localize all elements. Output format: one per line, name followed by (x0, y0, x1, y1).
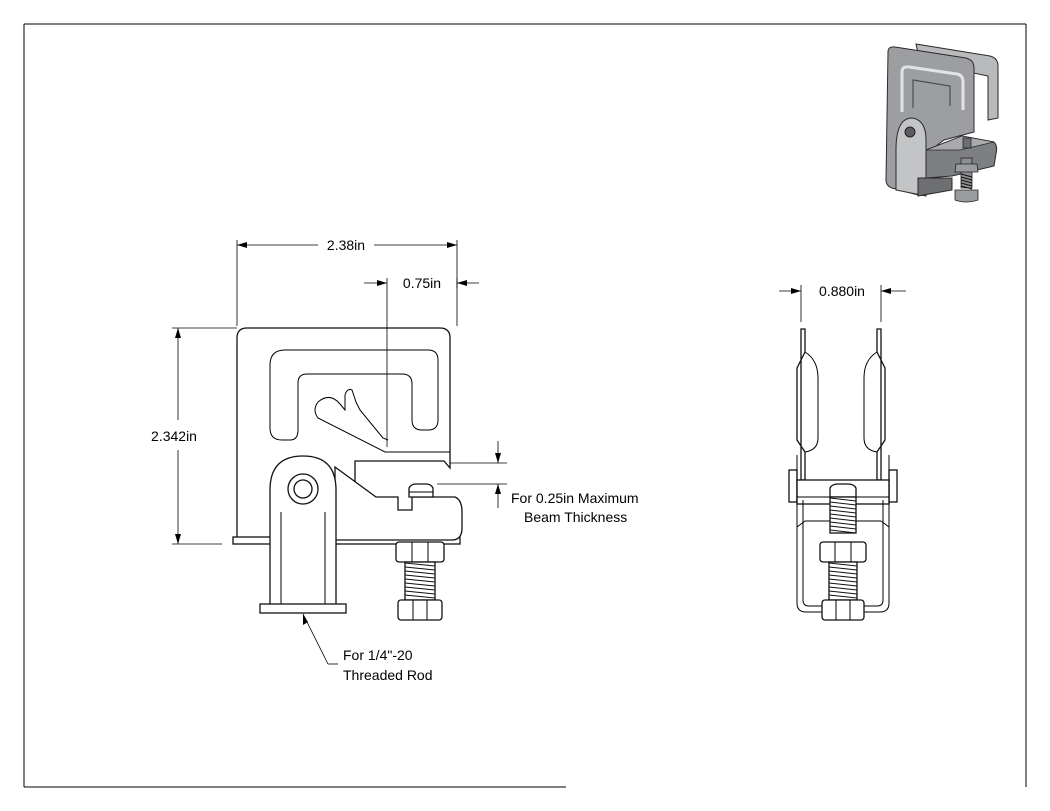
iso-pivot-hole (904, 126, 916, 138)
iso-upper-nut (954, 163, 979, 173)
thread-line (960, 173, 973, 178)
side-view (788, 328, 898, 621)
dim-label-overall-width: 2.38in (327, 237, 365, 253)
jaw-cut (314, 401, 450, 453)
lower-nut (397, 599, 443, 621)
note-rod-line1: For 1/4"-20 (343, 647, 413, 663)
thread-line (404, 578, 436, 583)
jaw-block (334, 465, 463, 541)
iso-emboss (900, 65, 965, 112)
thread-line (829, 529, 857, 534)
leader-threaded-rod (302, 613, 338, 665)
thread-line (828, 566, 858, 571)
dim-beam-thickness (437, 441, 507, 508)
bolt-threads (404, 562, 436, 599)
side-set-screw-tip (829, 483, 857, 498)
iso-pivot-boss (895, 117, 927, 197)
thread-line (828, 578, 858, 583)
thread-line (960, 185, 973, 190)
dim-label-jaw-offset: 0.75in (403, 275, 441, 291)
thread-line (829, 517, 857, 522)
thread-line (404, 582, 436, 587)
thread-line (960, 179, 973, 184)
thread-line (828, 586, 858, 591)
side-upper-nut (819, 541, 867, 563)
set-screw-tip (408, 483, 434, 498)
thread-line (404, 566, 436, 571)
thread-line (404, 562, 436, 567)
iso-bottom-strap (917, 177, 953, 197)
thread-line (404, 594, 436, 599)
rod-nut-base (259, 603, 347, 614)
thread-line (829, 525, 857, 530)
thread-line (828, 570, 858, 575)
sheet-border (23, 23, 1027, 788)
thread-line (404, 586, 436, 591)
dim-overall-height (172, 327, 237, 545)
thread-line (828, 574, 858, 579)
side-tab-left (788, 469, 798, 503)
thread-line (404, 570, 436, 575)
thread-line (960, 182, 973, 187)
stiffener-groove (269, 349, 439, 441)
thread-line (829, 497, 857, 502)
thread-line (828, 562, 858, 567)
thread-line (829, 501, 857, 506)
isometric-render (885, 43, 999, 203)
iso-lower-nut (954, 189, 979, 203)
note-rod-line2: Threaded Rod (343, 667, 433, 683)
thread-line (404, 574, 436, 579)
dim-jaw-offset (364, 278, 479, 447)
side-lower-nut (821, 599, 865, 621)
hanger-bracket (269, 455, 337, 608)
note-beam-line1: For 0.25in Maximum (511, 490, 639, 506)
thread-line (960, 176, 973, 181)
side-bolt-threads (828, 497, 858, 599)
side-plate-left (796, 328, 806, 481)
thread-line (829, 505, 857, 510)
upper-nut (395, 541, 445, 563)
thread-line (829, 513, 857, 518)
thread-line (828, 594, 858, 599)
thread-line (828, 582, 858, 587)
note-beam-line2: Beam Thickness (524, 509, 627, 525)
front-view (232, 327, 463, 621)
side-tab-right (888, 469, 898, 503)
thread-line (829, 521, 857, 526)
dim-label-overall-height: 2.342in (151, 428, 197, 444)
thread-line (404, 590, 436, 595)
thread-line (828, 590, 858, 595)
side-plate-right (876, 328, 886, 481)
dim-label-side-width: 0.880in (819, 283, 865, 299)
pivot-hole-inner (293, 479, 313, 499)
thread-line (829, 509, 857, 514)
dim-side-width (779, 285, 906, 322)
